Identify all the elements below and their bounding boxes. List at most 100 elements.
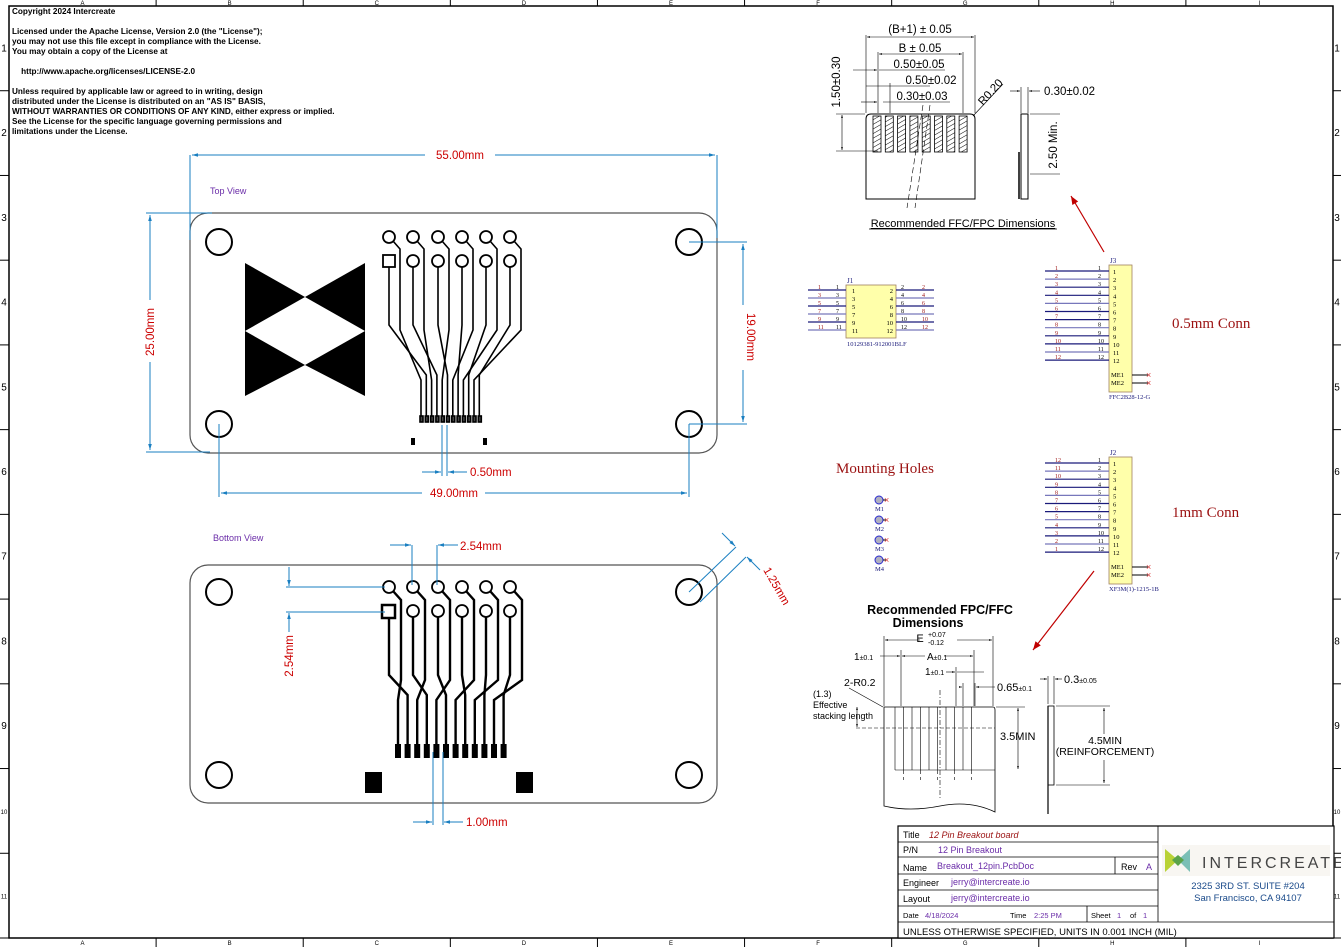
header-pad [479,230,493,244]
header-pad [503,230,517,244]
fpc-pad [471,744,478,758]
dim-03: 0.3±0.05 [1064,674,1097,686]
pin-number: 4 [1098,290,1101,296]
net-label: 8 [1055,490,1058,496]
board-outline-top [189,212,718,454]
fpc-finger [466,415,472,423]
row-label: 9 [1,721,7,732]
no-connect-icon: × [1146,570,1151,580]
license-line: http://www.apache.org/licenses/LICENSE-2… [12,67,196,76]
pin-name: 4 [1113,293,1117,300]
column-label: G [963,941,968,947]
header-pad [503,604,517,618]
trace [411,617,428,746]
name-value: Breakout_12pin.PcbDoc [937,861,1035,871]
top-view-label: Top View [210,186,247,196]
dim-065: 0.65±0.1 [997,682,1032,694]
trace [416,240,433,420]
pin-number: 11 [1098,539,1104,545]
row-label: 10 [1,810,8,816]
mounting-hole-symbol [874,515,884,525]
column-label: F [816,1,820,7]
header-pad [455,580,469,594]
trace [392,590,403,746]
title-block: Title 12 Pin Breakout board P/N 12 Pin B… [897,825,1341,939]
net-label: 4 [1055,523,1058,529]
pin-number: 3 [836,293,839,299]
column-label: B [228,941,232,947]
license-lines: Licensed under the Apache License, Versi… [12,27,335,137]
pin-number: 12 [1098,355,1104,361]
pin-number: 11 [1098,347,1104,353]
row-label: 6 [1,467,7,478]
ffc-conductor [872,115,882,153]
row-label: 1 [1334,43,1340,54]
pin-number: 8 [901,309,904,315]
row-label: 3 [1334,213,1340,224]
no-connect-icon: × [884,515,889,525]
trace [473,590,500,746]
conn-0p5mm-title: 0.5mm Conn [1172,316,1251,332]
pin-number: 9 [836,317,839,323]
trace [483,617,488,746]
pin-name: 11 [1113,542,1119,549]
company-name: INTERCREATE [1202,855,1341,872]
pin-name: 1 [852,288,855,295]
dim-b-plus-1: (B+1) ± 0.05 [888,24,952,36]
pn-value: 12 Pin Breakout [938,845,1003,855]
dim-min-length: 2.50 Min. [1048,121,1060,168]
net-label: 7 [1055,315,1058,321]
part-number: XF3M(1)-1215-1B [1109,586,1159,593]
fpc-pad [423,744,430,758]
ref-designator: J2 [1110,449,1117,457]
stack-label-1: (1.3) [813,689,832,699]
pin-name: 8 [1113,518,1116,525]
no-connect-icon: × [1146,562,1151,572]
mounting-hole-symbol [874,555,884,565]
component-body [1108,456,1133,585]
trace [462,240,498,420]
pin-name: 9 [852,320,855,327]
part-number: FFC2B28-12-G [1109,394,1150,401]
row-label: 3 [1,213,7,224]
dim-1b: 1±0.1 [925,667,944,678]
mounting-hole [675,578,703,606]
license-line: limitations under the License. [12,127,128,136]
dim-3p5min: 3.5MIN [1000,731,1036,743]
fpc-finger [440,415,446,423]
conn-1mm-title: 1mm Conn [1172,505,1240,521]
traces-bottom [387,590,524,746]
header-pad [406,254,420,268]
row-label: 5 [1334,382,1340,393]
pin-number: 6 [1098,307,1101,313]
layout-value: jerry@intercreate.io [950,893,1030,903]
header-pad [503,580,517,594]
pin-name: 5 [852,304,855,311]
fpc-finger [424,415,430,423]
column-label: D [522,941,527,947]
pin-name: 6 [890,304,894,311]
pin-number: 11 [836,325,842,331]
header-pad [503,254,517,268]
fpc-pad [404,744,411,758]
pin-number: 7 [836,309,839,315]
net-label: 5 [1055,515,1058,521]
dim-hole-horizontal: 49.00mm [430,488,478,500]
net-label: 9 [1055,331,1058,337]
address-line1: 2325 3RD ST. SUITE #204 [1191,881,1305,892]
row-label: 8 [1,636,7,647]
title-value: 12 Pin Breakout board [929,830,1020,840]
pn-label: P/N [903,845,918,855]
engineer-label: Engineer [903,878,939,888]
header-pad [455,604,469,618]
fpc-pad [481,744,488,758]
pin-number: 5 [1098,490,1101,496]
dim-4p5min: 4.5MIN [1088,735,1122,747]
pin-number: 2 [1098,466,1101,472]
license-line: You may obtain a copy of the License at [12,47,168,56]
pin-name: 6 [1113,502,1117,509]
component-body [845,284,897,339]
ref-designator: J1 [847,277,854,285]
